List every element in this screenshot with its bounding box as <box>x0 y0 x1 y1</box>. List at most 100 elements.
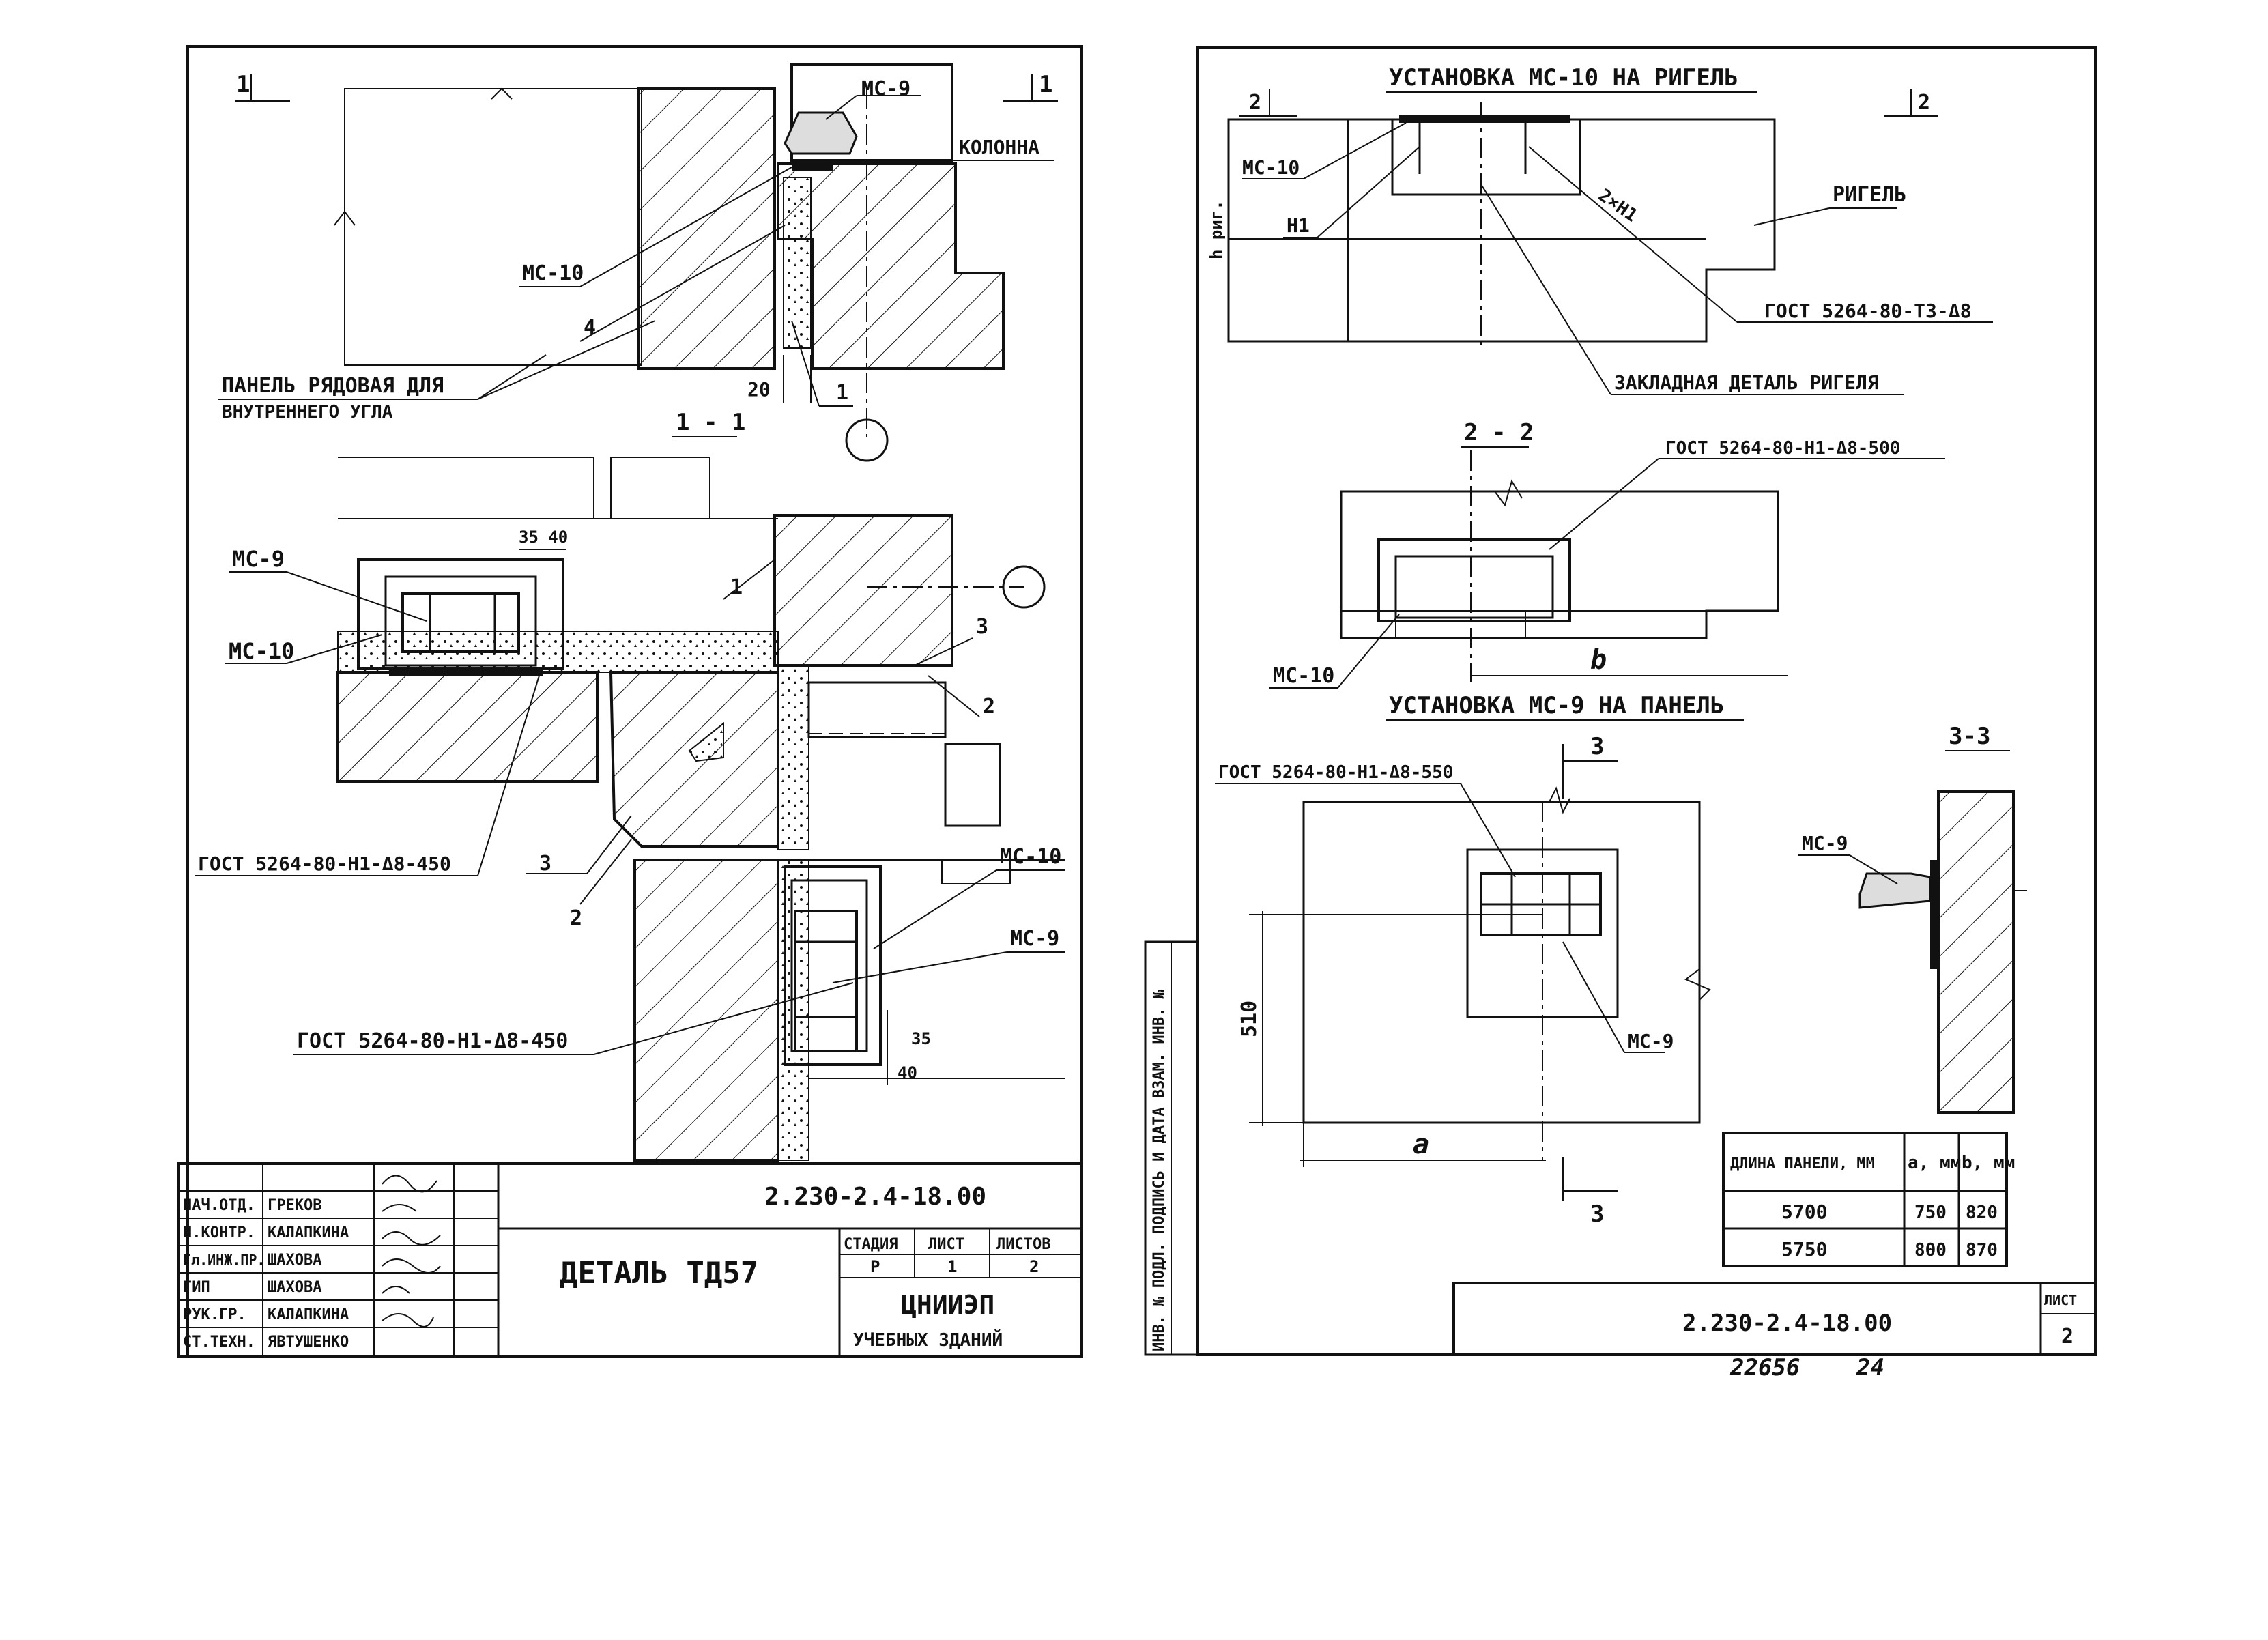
leader-ms10 <box>579 167 792 287</box>
grout-pocket <box>688 721 724 762</box>
tb-sheet-hdr: ЛИСТ <box>928 1236 964 1253</box>
sheet-1: 1 1 МС-9 КОЛОННА МС-10 4 <box>177 45 1083 1358</box>
label-dim-20: 20 <box>747 378 771 401</box>
label-2b: 2 <box>570 906 582 930</box>
column-lower-tab <box>944 743 1001 827</box>
label-dim-3540: 35 40 <box>519 528 568 547</box>
label-1-plan: 1 <box>730 575 743 599</box>
install2-title: УСТАНОВКА МС-9 НА ПАНЕЛЬ <box>1389 692 1724 719</box>
break-mark-top <box>491 87 513 100</box>
ms10-plate <box>792 164 833 171</box>
section-22-break <box>1494 479 1523 507</box>
label-zakladnaya: ЗАКЛАДНАЯ ДЕТАЛЬ РИГЕЛЯ <box>1614 371 1879 394</box>
leader-gost-550 <box>1460 783 1516 878</box>
label-ms9-plan-bottom: МС-9 <box>1010 927 1059 951</box>
marker-2-left: 2 <box>1249 91 1261 115</box>
tb-stage-hdr: СТАДИЯ <box>844 1236 898 1253</box>
leader-1-plan <box>723 559 775 600</box>
footer-number-2: 24 <box>1856 1354 1884 1381</box>
tb-role-0: НАЧ.ОТД. <box>183 1197 255 1214</box>
tb-name-2: ШАХОВА <box>268 1252 321 1269</box>
install-ms9-view: УСТАНОВКА МС-9 НА ПАНЕЛЬ ГОСТ 5264-80-Н1… <box>1215 692 1744 1228</box>
tb-name-3: ШАХОВА <box>268 1279 321 1296</box>
label-ms10-plan-bottom: МС-10 <box>1000 845 1061 869</box>
label-ms10-plan: МС-10 <box>229 638 294 664</box>
panel-elevation <box>1302 801 1701 1124</box>
leader-gost-500 <box>1549 458 1659 550</box>
table-r1-c0: 5750 <box>1781 1238 1827 1261</box>
leader-ms10-plan <box>286 634 383 664</box>
rigel-outline <box>1227 118 1776 343</box>
leader-gost-2 <box>593 982 854 1055</box>
leader-panel-a <box>477 354 547 400</box>
label-ms9-top: МС-9 <box>861 77 910 101</box>
title-block-1: НАЧ.ОТД. Н.КОНТР. Гл.ИНЖ.ПР. ГИП РУК.ГР.… <box>177 1162 1083 1358</box>
tb-sheets-hdr: ЛИСТОВ <box>996 1236 1050 1253</box>
section-33-plate <box>1930 860 1938 969</box>
leader-4 <box>579 225 786 342</box>
label-rigel: РИГЕЛЬ <box>1833 183 1906 207</box>
leader-3a <box>914 637 973 666</box>
side-stamp-text: ИНВ. № ПОДЛ. ПОДПИСЬ И ДАТА ВЗАМ. ИНВ. № <box>1151 989 1168 1351</box>
install-ms10-view: УСТАНОВКА МС-10 НА РИГЕЛЬ 2 2 МС-10 Н1 2… <box>1207 64 1993 395</box>
section-33-view: 3-3 МС-9 <box>1798 723 2027 1114</box>
label-panel-line1: ПАНЕЛЬ РЯДОВАЯ ДЛЯ <box>222 374 444 398</box>
table-header-0: ДЛИНА ПАНЕЛИ, ММ <box>1730 1155 1875 1173</box>
tb-name-5: ЯВТУШЕНКО <box>268 1334 349 1351</box>
label-ms9-plan: МС-9 <box>232 546 285 572</box>
leader-rigel <box>1753 207 1830 226</box>
tb-org: ЦНИИЭП <box>901 1290 994 1320</box>
table-r1-c1: 800 <box>1914 1240 1947 1261</box>
label-panel-line2: ВНУТРЕННЕГО УГЛА <box>222 402 393 422</box>
title-block-2-frame <box>1452 1282 2097 1356</box>
label-ms9-33: МС-9 <box>1802 832 1848 854</box>
table-r0-c0: 5700 <box>1781 1200 1827 1223</box>
label-2a: 2 <box>983 695 995 719</box>
table-r0-c2: 820 <box>1966 1203 1998 1223</box>
label-2h1: 2×Н1 <box>1594 185 1641 226</box>
table-header-2: b, мм <box>1962 1153 2015 1173</box>
leader-ms10-22 <box>1337 614 1400 689</box>
ms10-section-22 <box>1377 538 1571 622</box>
leader-ms9-plan <box>286 571 427 622</box>
tb-sheets: 2 <box>1029 1257 1039 1276</box>
embed-plate-left <box>389 669 543 676</box>
upper-panel-left <box>338 457 594 519</box>
panel-section-hatch <box>637 87 776 370</box>
label-ms10-top: МС-10 <box>522 261 584 285</box>
column-bottom-outline <box>809 859 1065 1079</box>
vertical-joint-bottom <box>777 859 809 1161</box>
tb2-sheet: 2 <box>2061 1325 2073 1349</box>
tb-name-1: КАЛАПКИНА <box>268 1224 349 1241</box>
label-h1: Н1 <box>1287 214 1310 237</box>
break-mark <box>334 210 356 226</box>
column-plan-hatch <box>773 514 953 667</box>
title-block-2: 2.230-2.4-18.00 ЛИСТ 2 22656 24 <box>1452 1282 2097 1381</box>
section-marker-right-label: 1 <box>1039 71 1052 98</box>
section-22-view: 2 - 2 b ГОСТ 5264-80-Н1-Δ8-500 МС-10 <box>1269 419 1945 689</box>
leader-zakladnaya <box>1480 184 1611 395</box>
marker-2-right: 2 <box>1918 91 1930 115</box>
leader-ms9-33 <box>1849 854 1898 884</box>
leader-ms9-top <box>825 95 857 120</box>
leader-gost-t3 <box>1528 146 1738 323</box>
footer-number: 22656 <box>1729 1354 1800 1381</box>
tb-role-1: Н.КОНТР. <box>183 1224 255 1241</box>
ms10-section-22-inner <box>1394 555 1554 619</box>
tb-role-5: СТ.ТЕХН. <box>183 1334 255 1351</box>
marker-3-bottom: 3 <box>1590 1200 1604 1228</box>
label-gost-t3: ГОСТ 5264-80-Т3-Δ8 <box>1764 300 1971 322</box>
leader-h1 <box>1317 146 1420 238</box>
tb-sheet: 1 <box>947 1257 957 1276</box>
ms9-element <box>784 111 858 155</box>
leader-panel-b <box>477 320 656 400</box>
axis-bubble-2 <box>1002 565 1046 609</box>
plan-view: МС-9 МС-10 35 40 1 3 2 ГОСТ 5264-80-Н1-Δ… <box>195 457 1065 1162</box>
section-33-title: 3-3 <box>1949 723 1990 750</box>
section-marker-left-label: 1 <box>236 71 250 98</box>
tb-code: 2.230-2.4-18.00 <box>764 1183 986 1211</box>
section-33-panel <box>1937 790 2015 1114</box>
label-ms10-22: МС-10 <box>1273 664 1334 688</box>
label-kolonna: КОЛОННА <box>959 136 1039 158</box>
label-ms9-panel: МС-9 <box>1628 1030 1674 1052</box>
